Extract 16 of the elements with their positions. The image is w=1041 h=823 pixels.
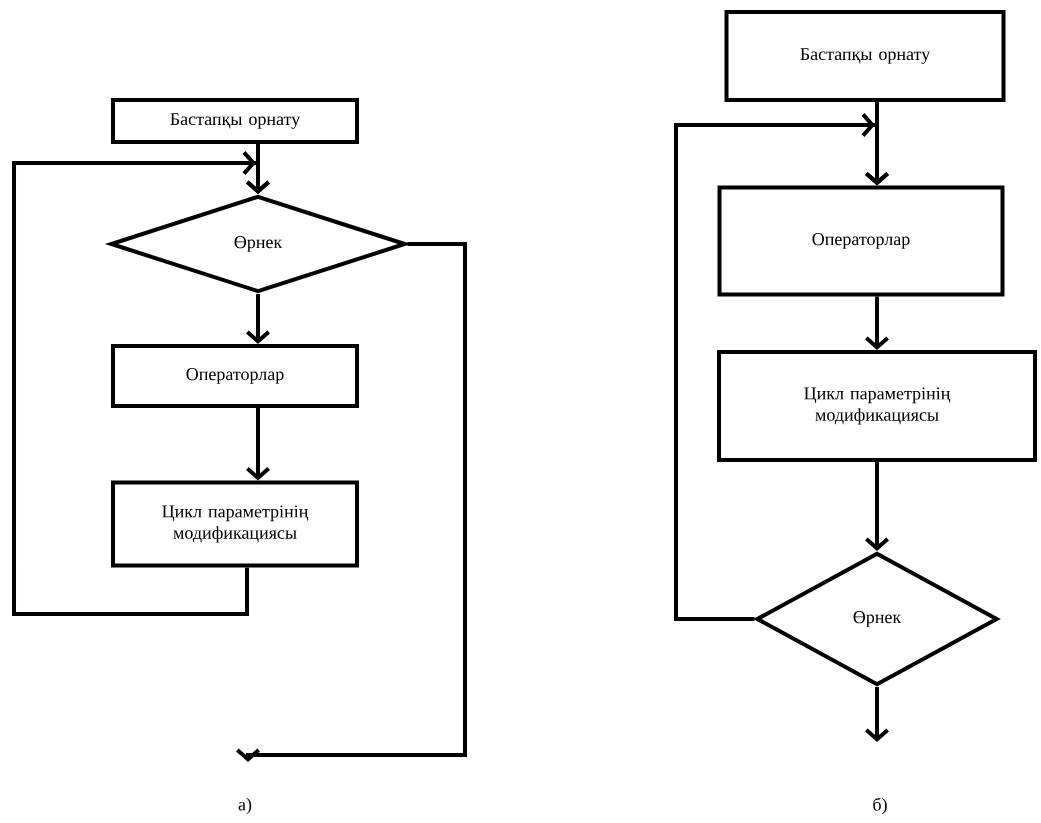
arrow	[236, 242, 467, 762]
process-box: Цикл параметрінің модификациясы	[717, 350, 1037, 462]
arrow	[12, 151, 270, 616]
figure-label: а)	[238, 797, 252, 815]
process-box: Цикл параметрінің модификациясы	[111, 480, 359, 568]
process-box: Бастапқы орнату	[111, 98, 359, 144]
arrow	[865, 462, 889, 551]
process-box: Бастапқы орнату	[724, 10, 1006, 102]
arrow	[865, 687, 889, 742]
process-box: Операторлар	[111, 344, 359, 408]
arrow	[246, 294, 270, 344]
arrow	[865, 296, 889, 350]
arrow	[674, 113, 889, 621]
arrow	[246, 408, 270, 481]
process-box: Операторлар	[717, 185, 1005, 297]
figure-label: б)	[873, 797, 887, 815]
